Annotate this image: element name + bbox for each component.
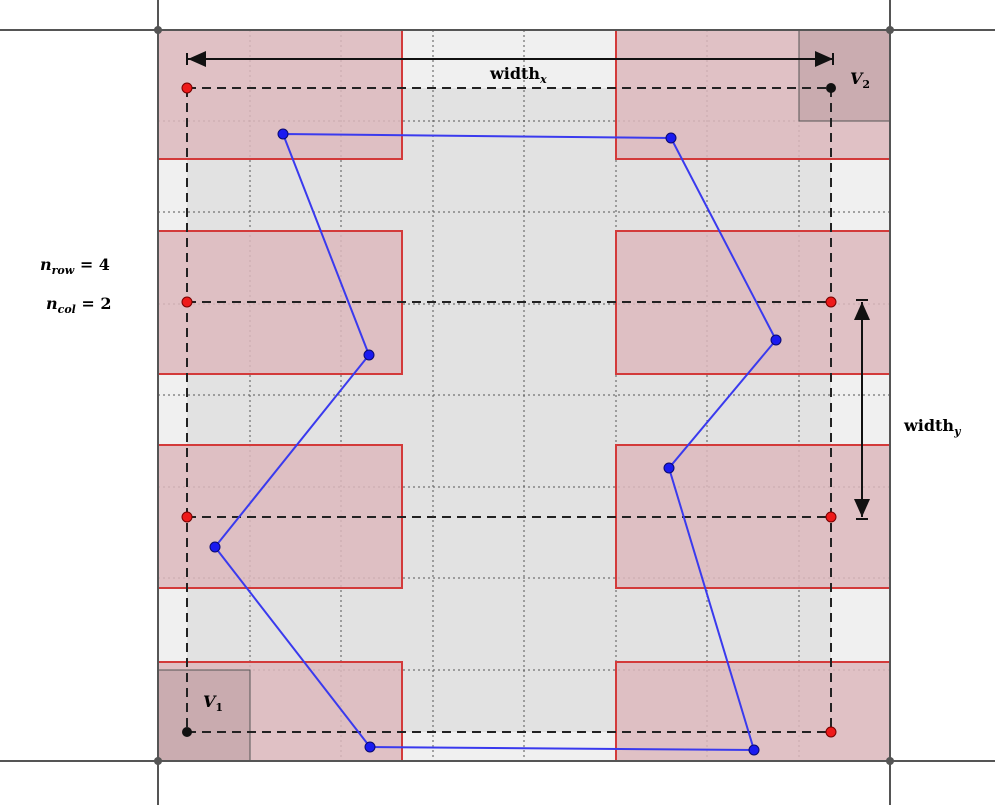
cell-r3-c2: [615, 444, 891, 589]
path-point: [663, 462, 675, 474]
corner-square-v2: [798, 29, 891, 122]
path-point: [665, 132, 677, 144]
path-point: [364, 741, 376, 753]
inner-area: [187, 88, 831, 732]
grid-point: [825, 296, 837, 308]
cell-r1-c1: [157, 29, 403, 160]
grid-point: [825, 726, 837, 738]
grid-point: [181, 82, 193, 94]
width-x-label: widthx: [489, 64, 547, 86]
v1-point: [182, 727, 192, 737]
path-point: [363, 349, 375, 361]
frame-corner-points: [154, 26, 894, 765]
path-point: [770, 334, 782, 346]
v1-label: V1: [203, 692, 223, 714]
width-y-label: widthy: [903, 416, 962, 438]
path-point: [277, 128, 289, 140]
dashed-lines: [186, 87, 832, 733]
path-point: [748, 744, 760, 756]
v2-label: V2: [850, 69, 870, 91]
cell-r2-c1: [157, 230, 403, 375]
n-col-label: ncol = 2: [46, 294, 112, 316]
cell-r2-c2: [615, 230, 891, 375]
blue-path-points: [209, 128, 782, 756]
v2-point: [826, 83, 836, 93]
n-row-label: nrow = 4: [40, 255, 110, 277]
path-point: [209, 541, 221, 553]
grid-point: [825, 511, 837, 523]
grid-point: [181, 511, 193, 523]
corner-square-v1: [157, 669, 251, 762]
grid-point: [181, 296, 193, 308]
red-grid-points: [181, 82, 837, 738]
